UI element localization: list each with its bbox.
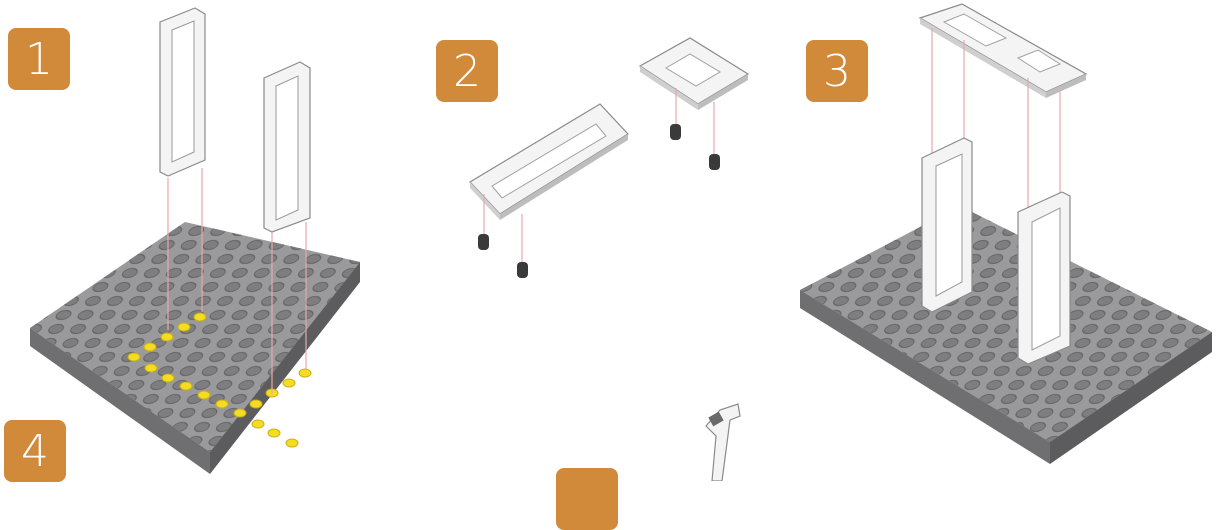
step-2-frame-beam-icon-large [470,104,628,220]
step-1-frame-beam-icon-a [160,8,205,176]
step-3-frame-beam-icon-b [1018,192,1070,364]
assembly-illustration [0,0,1218,481]
step-1-frame-beam-icon-b [264,62,310,232]
step-1-baseplate-icon [30,222,360,474]
step-3-baseplate-icon [800,206,1212,464]
step-4-frame-beam-icon-partial [706,404,740,481]
step-3-frame-beam-icon-a [922,138,972,312]
step-3-top-frame-beam-icon [920,4,1086,98]
step-2-frame-beam-icon-small [640,38,748,110]
